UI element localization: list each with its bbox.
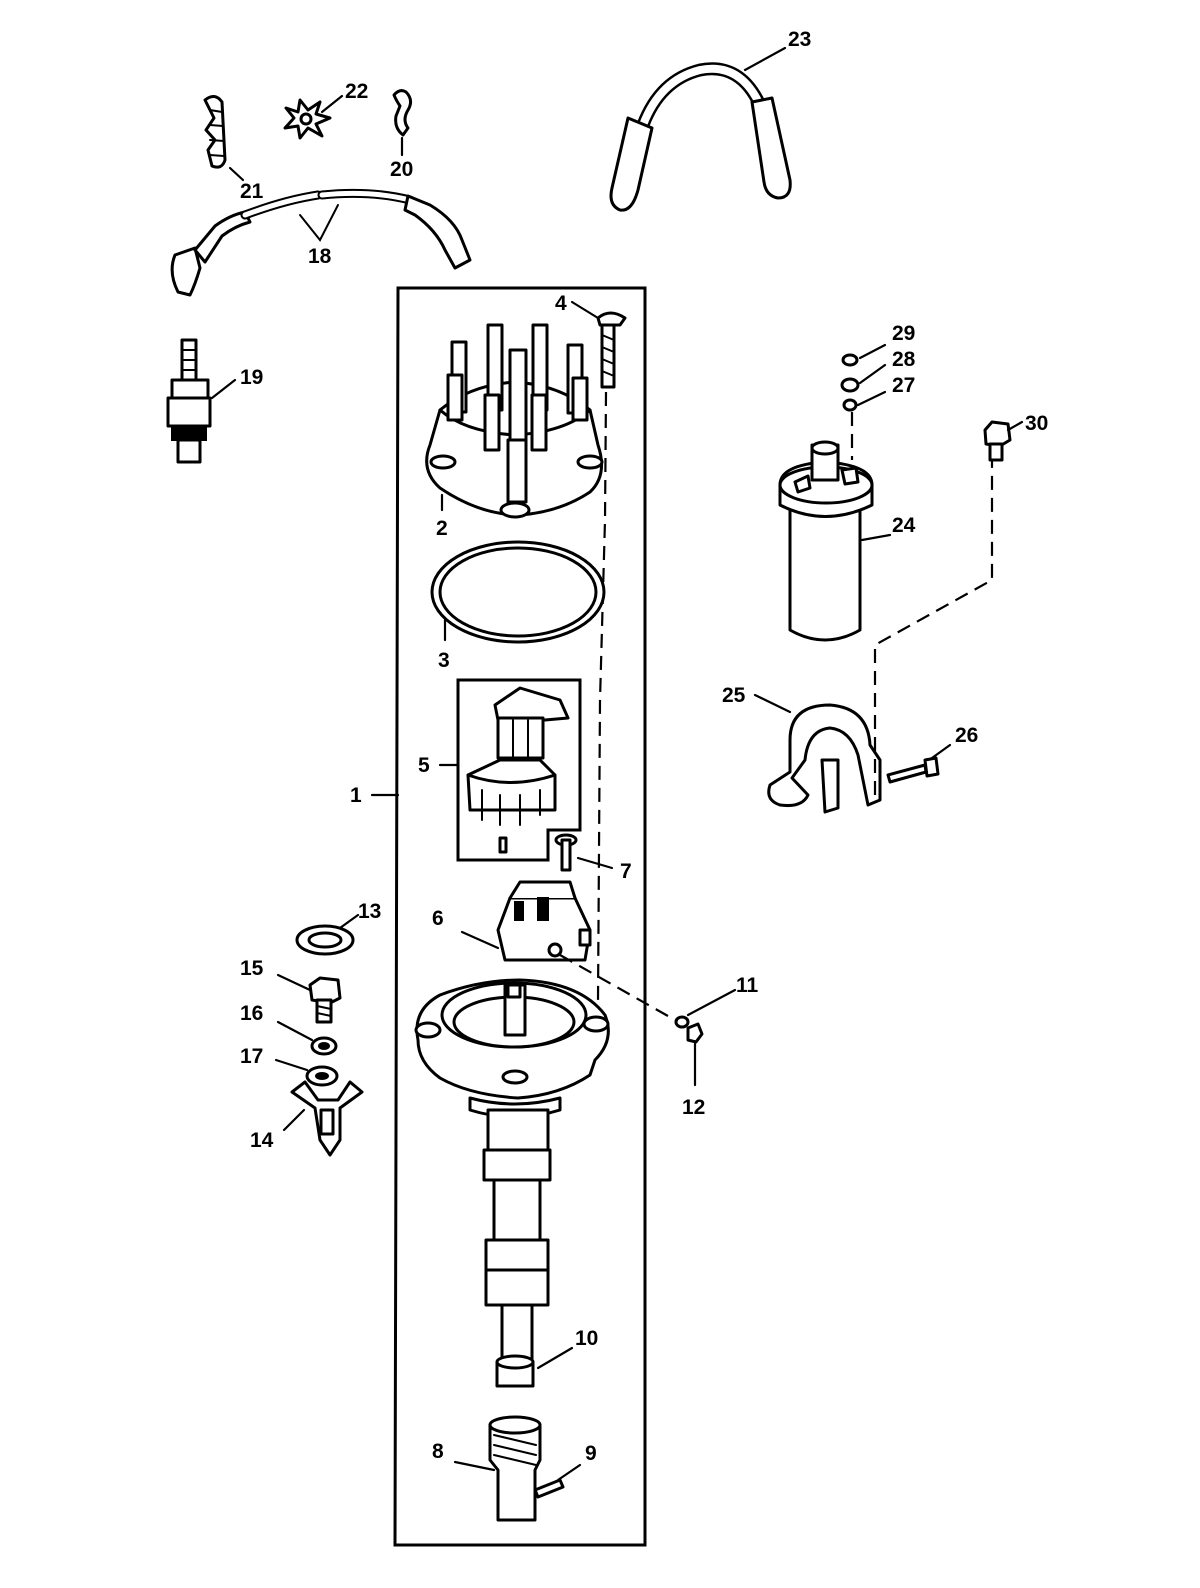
callout-10: 10 xyxy=(575,1327,598,1350)
distributor-cap xyxy=(425,323,604,519)
callout-3: 3 xyxy=(438,649,450,672)
callout-7: 7 xyxy=(620,860,632,883)
callout-11: 11 xyxy=(736,974,759,997)
callout-5: 5 xyxy=(418,754,430,777)
callout-2: 2 xyxy=(436,517,448,540)
coil-terminal-hardware xyxy=(840,343,887,412)
callout-4: 4 xyxy=(555,292,567,315)
guide-module xyxy=(559,954,676,1021)
coil-bracket xyxy=(753,693,882,814)
callout-24: 24 xyxy=(892,514,916,537)
callout-15: 15 xyxy=(240,957,264,980)
callout-14: 14 xyxy=(250,1129,274,1152)
callout-17: 17 xyxy=(240,1045,263,1068)
callout-20: 20 xyxy=(390,158,413,181)
wire-clip-20 xyxy=(392,89,413,157)
guide-bracket xyxy=(873,460,994,795)
washer-17 xyxy=(274,1058,339,1087)
ignition-coil xyxy=(778,440,892,642)
distributor-housing xyxy=(414,978,610,1367)
spark-plug xyxy=(166,338,237,464)
shaft-bushing xyxy=(495,1346,574,1388)
rotor-kit-box xyxy=(438,678,582,862)
callout-13: 13 xyxy=(358,900,381,923)
wire-clip-21 xyxy=(203,95,245,182)
drive-gear xyxy=(453,1415,542,1522)
assembly-frame xyxy=(393,286,647,1547)
callout-26: 26 xyxy=(955,724,978,747)
spark-plug-wire xyxy=(170,188,472,297)
callout-19: 19 xyxy=(240,366,263,389)
callout-27: 27 xyxy=(892,374,915,397)
callout-16: 16 xyxy=(240,1002,263,1025)
callout-29: 29 xyxy=(892,322,915,345)
bolt-15 xyxy=(276,973,342,1024)
guide-screw xyxy=(596,391,608,1001)
weight-14 xyxy=(282,1080,364,1157)
washer-13 xyxy=(295,913,360,956)
callout-22: 22 xyxy=(345,80,368,103)
callout-1: 1 xyxy=(350,784,362,807)
callout-21: 21 xyxy=(240,180,264,203)
washer-nut xyxy=(674,988,737,1087)
callout-9: 9 xyxy=(585,1442,597,1465)
callout-8: 8 xyxy=(432,1440,444,1463)
callout-6: 6 xyxy=(432,907,444,930)
cap-screw xyxy=(570,300,627,389)
callout-30: 30 xyxy=(1025,412,1048,435)
coil-wire xyxy=(609,46,792,212)
washer-16 xyxy=(276,1020,338,1056)
roll-pin xyxy=(533,1463,582,1499)
callout-12: 12 xyxy=(682,1096,705,1119)
ignition-module xyxy=(460,880,592,962)
callout-28: 28 xyxy=(892,348,916,371)
coil-bolt xyxy=(983,420,1024,462)
callout-25: 25 xyxy=(722,684,746,707)
callout-23: 23 xyxy=(788,28,811,51)
bracket-screw-26 xyxy=(886,743,952,784)
cap-gasket xyxy=(430,540,606,644)
module-screw xyxy=(554,833,614,872)
callout-18: 18 xyxy=(308,245,332,268)
wire-retainer-22 xyxy=(283,94,344,140)
